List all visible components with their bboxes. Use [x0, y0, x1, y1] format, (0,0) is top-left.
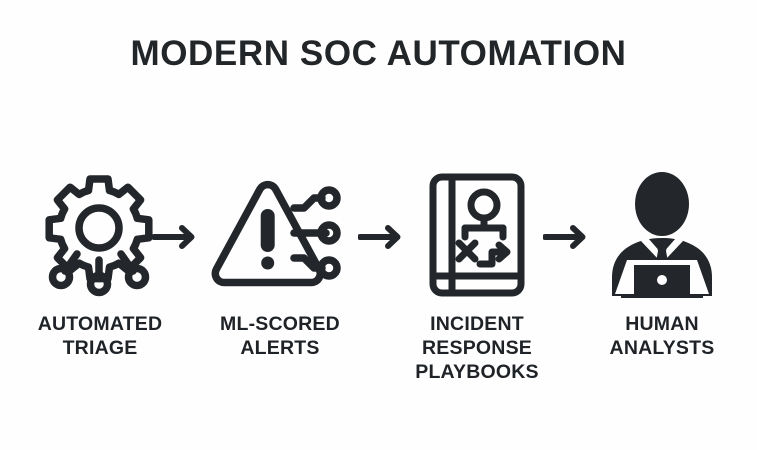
page-title: MODERN SOC AUTOMATION [130, 34, 627, 73]
process-flow: AUTOMATED TRIAGE [0, 170, 757, 410]
label-line-2: RESPONSE [422, 336, 532, 359]
flow-step-human-analysts: HUMAN ANALYSTS [577, 170, 747, 361]
arrow-right-icon [543, 222, 591, 252]
label-line-1: AUTOMATED [37, 313, 163, 335]
playbook-flowchart-icon [392, 170, 562, 300]
flow-step-label: ML-SCORED ALERTS [195, 313, 365, 361]
flow-step-label: INCIDENT RESPONSE PLAYBOOKS [392, 313, 562, 384]
label-line-1: INCIDENT [430, 313, 524, 335]
label-line-1: HUMAN [625, 313, 699, 335]
label-line-3: PLAYBOOKS [415, 360, 539, 383]
label-line-2: ALERTS [240, 336, 320, 359]
gear-nodes-icon [15, 170, 185, 300]
analyst-laptop-icon [577, 170, 747, 300]
warning-triangle-circuit-icon [195, 170, 365, 300]
label-line-2: TRIAGE [62, 336, 138, 359]
flow-step-ml-scored-alerts: ML-SCORED ALERTS [195, 170, 365, 361]
flow-step-label: AUTOMATED TRIAGE [15, 313, 185, 361]
label-line-1: ML-SCORED [220, 313, 340, 335]
arrow-right-icon [152, 222, 200, 252]
flow-step-label: HUMAN ANALYSTS [577, 313, 747, 361]
flow-step-automated-triage: AUTOMATED TRIAGE [15, 170, 185, 361]
arrow-right-icon [358, 222, 406, 252]
label-line-2: ANALYSTS [609, 336, 715, 359]
flow-step-incident-response-playbooks: INCIDENT RESPONSE PLAYBOOKS [392, 170, 562, 384]
